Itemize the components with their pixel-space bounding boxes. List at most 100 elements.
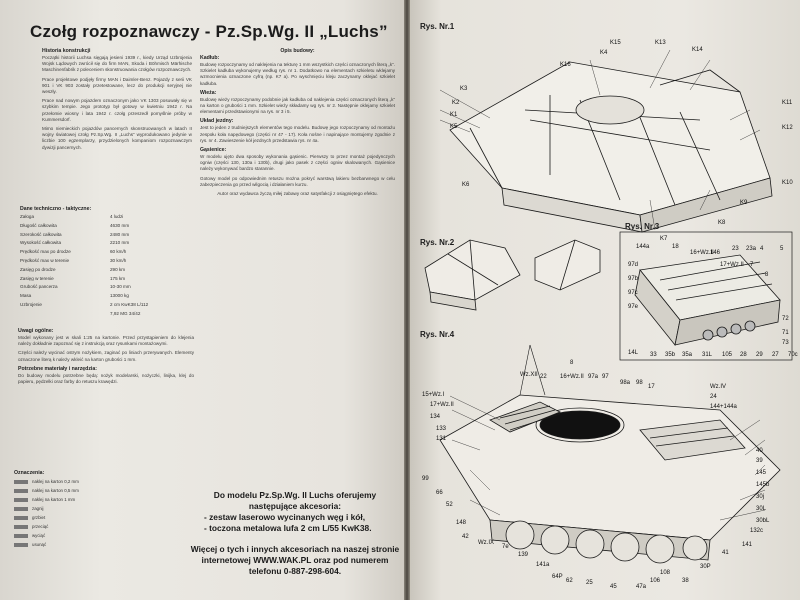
parts-legend-label: wyciąć [32, 533, 46, 538]
hull-text: Budowę rozpoczynamy od naklejenia na tek… [200, 62, 395, 86]
spec-key: Zasięg po drodze [20, 266, 56, 272]
callout-number: K16 [560, 62, 571, 68]
assembly-column: Opis budowy: Kadłub: Budowę rozpoczynamy… [200, 48, 395, 200]
callout-number: Wz.IV [710, 384, 726, 390]
callout-number: 106 [650, 578, 661, 584]
callout-number: 108 [660, 570, 671, 576]
spec-value: 4 ludzi [110, 214, 124, 219]
callout-number: 144a [636, 244, 650, 250]
callout-number: K8 [718, 220, 726, 226]
figure-label-3: Rys. Nr.3 [625, 222, 660, 231]
right-page: Rys. Nr.1 Rys. Nr.2 Rys. Nr.3 Rys. Nr.4 … [410, 0, 800, 600]
callout-number: K5 [450, 124, 458, 130]
callout-number: 64P [552, 574, 563, 580]
callout-number: 73 [782, 340, 789, 346]
callout-number: 22 [540, 374, 547, 380]
callout-number: 145 [756, 470, 767, 476]
callout-number: K4 [600, 50, 608, 56]
parts-rows: naklej na karton 0,2 mm naklej na karton … [14, 477, 104, 549]
callout-number: 132c [750, 528, 764, 534]
callout-number: K11 [782, 100, 793, 106]
callout-number: 24 [710, 394, 717, 400]
callout-number: 17+Wz.II [430, 402, 454, 408]
parts-legend-label: naklej na karton 0,5 mm [32, 488, 79, 493]
callout-number: 8 [570, 360, 574, 366]
legend-swatch-icon [14, 488, 28, 493]
callout-number: K15 [610, 40, 621, 46]
callout-number: 28 [740, 352, 747, 358]
parts-legend-label: naklej na karton 1 mm [32, 497, 76, 502]
figure-label-4: Rys. Nr.4 [420, 330, 455, 339]
callout-number: K12 [782, 125, 793, 131]
spec-value: 13000 kg [110, 293, 129, 299]
spec-key: Grubość pancerza [20, 284, 58, 290]
callout-number: 98 [636, 380, 643, 386]
callout-number: 97b [628, 276, 639, 282]
callout-number: 47a [636, 584, 647, 590]
tracks-text: W modelu ujęto dwa sposoby wykonania gąs… [200, 154, 395, 172]
callout-number: 141 [742, 542, 753, 548]
callout-number: 7e [502, 544, 509, 550]
spec-value: 10-30 mm [110, 284, 131, 290]
history-paragraph: Początki historii Luchsa sięgają jesieni… [42, 55, 192, 73]
parts-legend-item: naklej na karton 1 mm [14, 495, 104, 504]
callout-number: 97a [588, 374, 599, 380]
turret-text: Budowę wieży rozpoczynamy podobnie jak k… [200, 96, 395, 115]
parts-legend-item: wyciąć [14, 531, 104, 540]
callout-number: 144+144a [710, 404, 737, 410]
parts-legend-label: naklej na karton 0,2 mm [32, 479, 79, 484]
callout-number: Wz.XII [520, 372, 538, 378]
history-heading: Historia konstrukcji [42, 48, 91, 54]
binding-gutter [404, 0, 410, 600]
callout-number: 145b [756, 482, 770, 488]
callout-number: 39 [756, 458, 763, 464]
hull-skeleton-drawing [449, 61, 773, 233]
left-page: Czołg rozpoznawczy - Pz.Sp.Wg. II „Luchs… [0, 0, 404, 600]
callout-number: 15+Wz.I [422, 392, 445, 398]
running-gear-heading: Układ jezdny: [200, 118, 234, 125]
parts-legend-label: zagnij [32, 506, 44, 511]
callout-number: 33 [650, 352, 657, 358]
callout-number: 71 [782, 330, 789, 336]
notes-heading: Uwagi ogólne: [18, 328, 54, 334]
callout-number: 42 [462, 534, 469, 540]
spec-key: Masa [20, 293, 32, 299]
callout-number: 23a [746, 246, 757, 252]
spec-key: Zasięg w terenie [20, 275, 54, 281]
callout-number: K10 [782, 180, 793, 186]
callout-number: 30bL [756, 518, 770, 524]
spec-key [20, 310, 110, 319]
spec-key: Prędkość max po drodze [20, 249, 71, 255]
callout-number: 105 [722, 352, 733, 358]
callout-number: 133 [436, 426, 447, 432]
callout-number: 139 [518, 552, 529, 558]
callout-number: 134 [430, 414, 441, 420]
parts-legend-item: naklej na karton 0,2 mm [14, 477, 104, 486]
running-gear-text: Jest to jeden z trudniejszych elementów … [200, 125, 395, 143]
legend-swatch-icon [14, 533, 28, 538]
assembly-drawings [424, 49, 793, 564]
callout-number: 5 [780, 246, 784, 252]
notes-paragraph: Części należy wycinać ostrym nożykiem, z… [18, 350, 194, 362]
spec-value: 4630 mm [110, 222, 130, 228]
history-paragraph: Prace projektowe podjęły firmy MAN i Dai… [42, 76, 192, 95]
figure-label-1: Rys. Nr.1 [420, 22, 455, 31]
callout-number: 97e [628, 304, 639, 310]
spec-value: 290 km [110, 266, 126, 272]
callout-number: 4 [760, 246, 764, 252]
parts-legend-label: grzbiet [32, 515, 46, 520]
spec-row: Masa 13000 kg [20, 292, 190, 301]
spec-key: Szerokość całkowita [20, 231, 62, 237]
callout-number: 62 [566, 578, 573, 584]
callout-number: K3 [460, 86, 468, 92]
spec-key: Uzbrojenie [20, 301, 42, 307]
callout-number: 70c [788, 352, 798, 358]
legend-swatch-icon [14, 506, 28, 511]
callout-number: 40 [756, 448, 763, 454]
history-paragraph: Mimo niemieckich pojazdów pancernych sko… [42, 126, 192, 150]
spec-value: 30 km/h [110, 257, 127, 263]
